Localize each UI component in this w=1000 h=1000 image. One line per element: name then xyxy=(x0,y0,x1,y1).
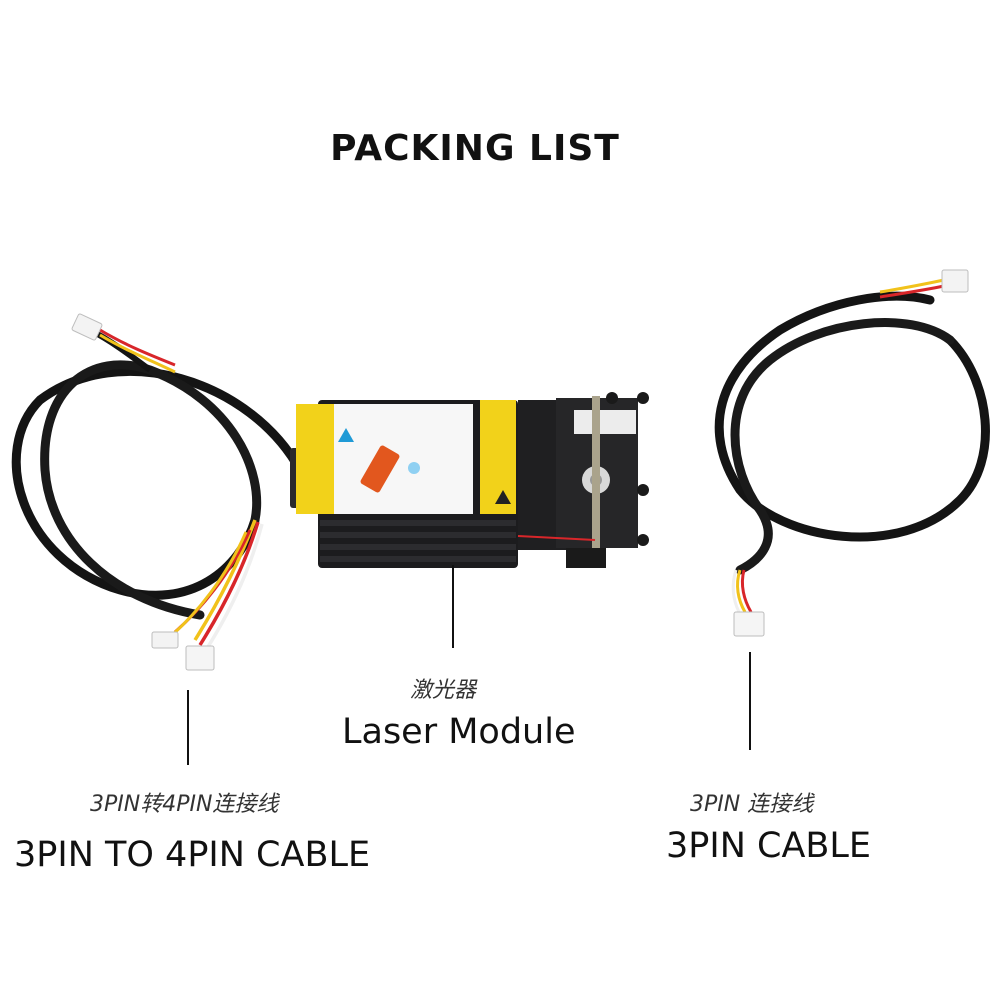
left-cable-label-en: 3PIN TO 4PIN CABLE xyxy=(14,835,371,875)
laser-module-label-en: Laser Module xyxy=(342,712,576,752)
laser-module xyxy=(290,392,649,568)
right-cable xyxy=(714,269,990,637)
laser-module-label-cn: 激光器 xyxy=(410,678,477,703)
left-cable-label-cn: 3PIN转4PIN连接线 xyxy=(90,792,279,817)
right-cable-label-en: 3PIN CABLE xyxy=(666,826,872,866)
right-cable-label-cn: 3PIN 连接线 xyxy=(690,792,814,817)
page-title: PACKING LIST xyxy=(330,128,620,169)
left-cable xyxy=(11,313,305,671)
